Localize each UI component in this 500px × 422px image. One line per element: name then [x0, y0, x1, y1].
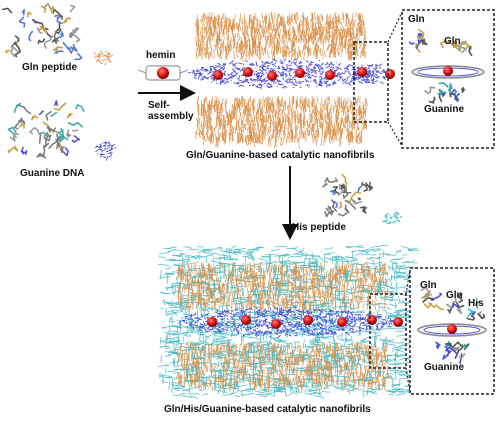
inset2-guanine-label: Guanine	[424, 362, 465, 373]
hemin-molecule	[137, 65, 189, 81]
fibril1-caption: Gln/Guanine-based catalytic nanofibrils	[186, 150, 375, 161]
gln-peptide-label: Gln peptide	[22, 62, 77, 73]
fibril2-caption: Gln/His/Guanine-based catalytic nanofibr…	[164, 404, 371, 415]
inset2-gln-label-a: Gln	[420, 280, 437, 291]
inset1-gln-label-a: Gln	[408, 14, 425, 25]
his-peptide-mini	[382, 211, 403, 225]
guanine-dna-label: Guanine DNA	[20, 168, 85, 179]
guanine-dna-mini	[94, 141, 117, 161]
self-assembly-label: Self- assembly	[148, 100, 194, 122]
fibril2	[158, 244, 422, 400]
inset2-gln-label-b: Gln	[446, 290, 463, 301]
his-peptide-molecule	[322, 173, 374, 218]
fibril1-inset	[353, 9, 495, 149]
his-peptide-label: His peptide	[292, 222, 346, 233]
hemin-label: hemin	[146, 50, 176, 61]
gln-peptide-molecule	[1, 3, 83, 61]
fibril1	[188, 11, 395, 150]
inset2-his-label: His	[468, 298, 484, 309]
guanine-dna-molecule	[7, 100, 85, 159]
gln-peptide-mini	[93, 50, 114, 65]
inset1-guanine-label: Guanine	[424, 104, 465, 115]
fibril2-inset	[369, 267, 495, 395]
inset1-gln-label-b: Gln	[444, 36, 461, 47]
